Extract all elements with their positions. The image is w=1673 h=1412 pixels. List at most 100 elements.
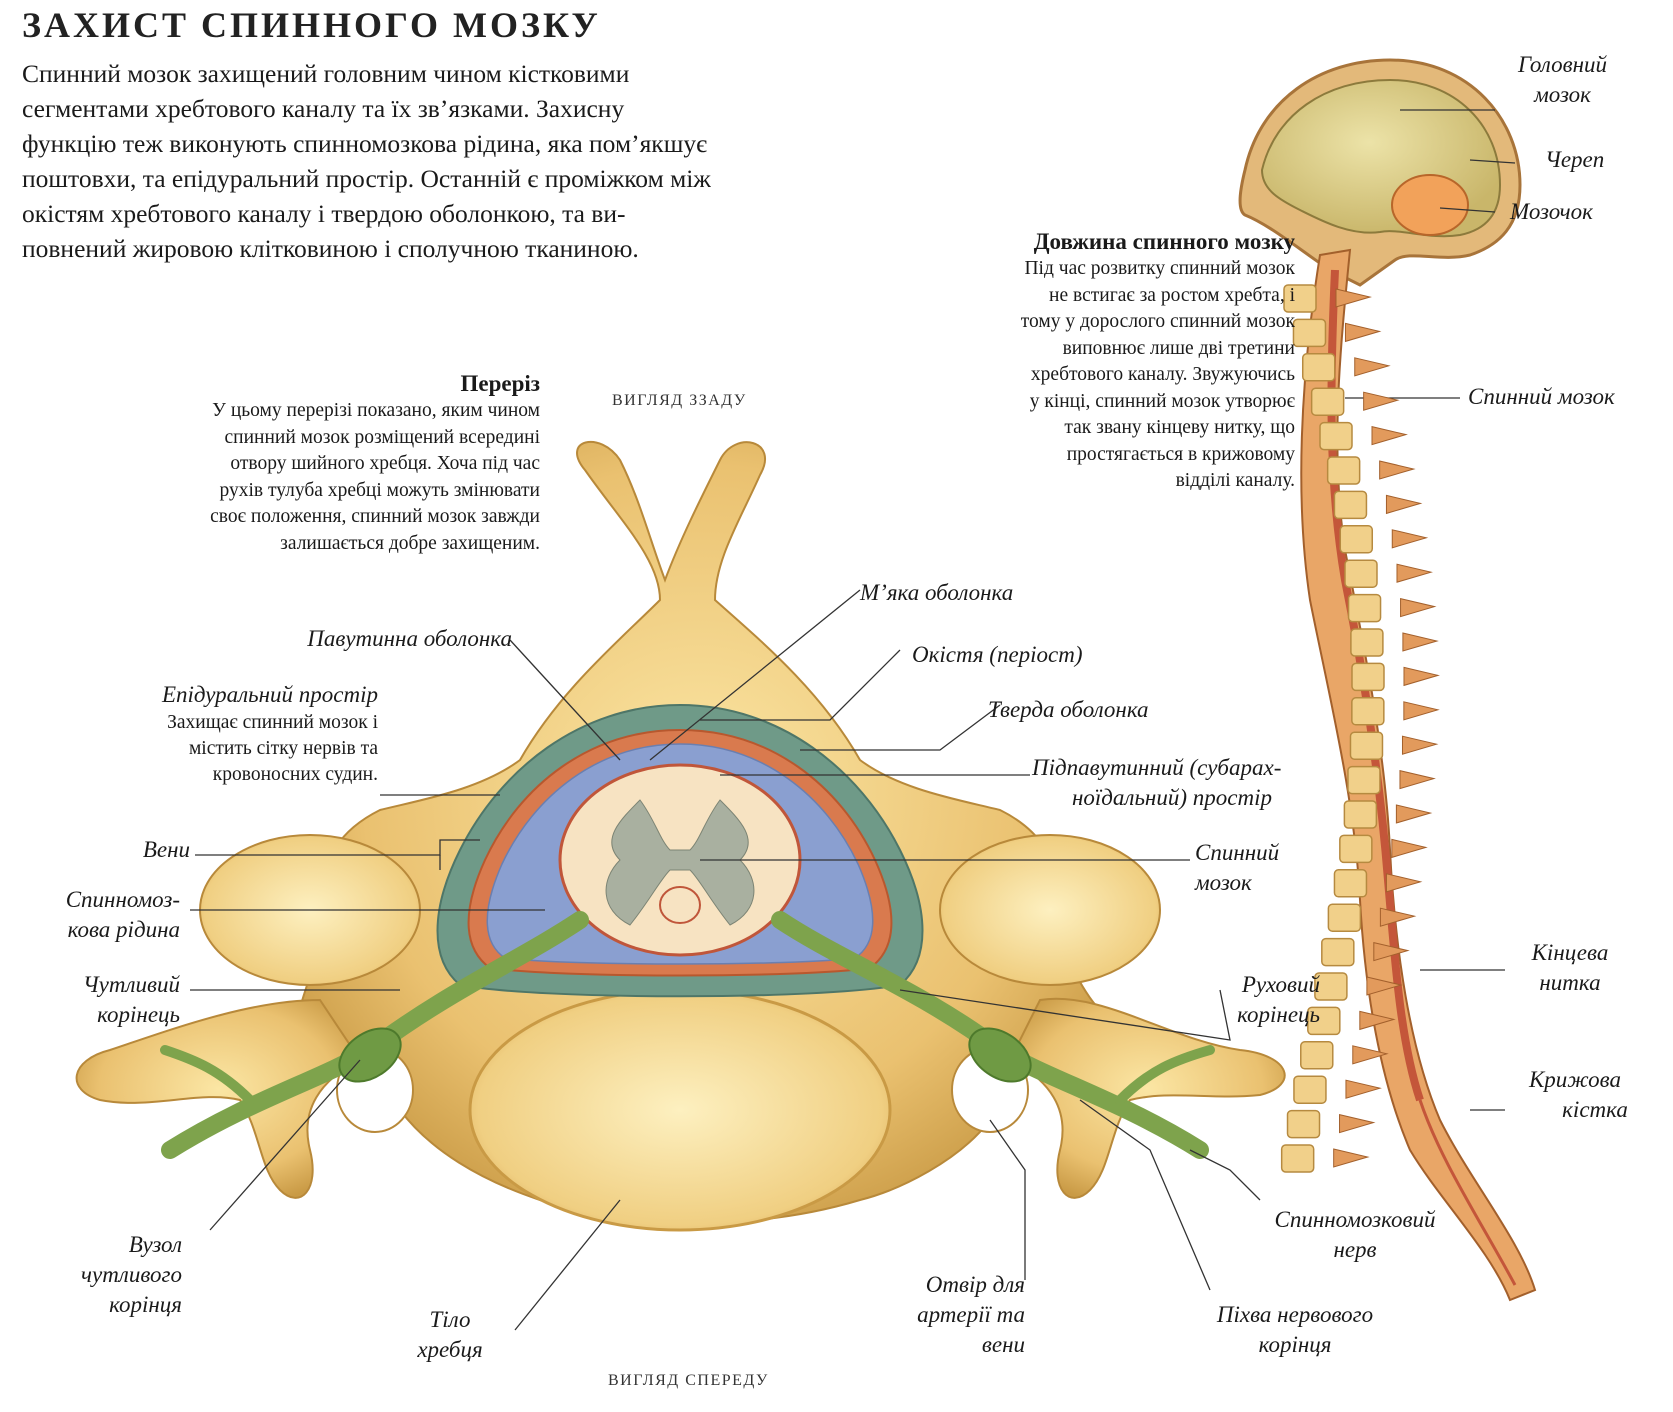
label-subarachnoid: Підпавутинний (субарах- ноїдальний) прос… [1032, 753, 1281, 813]
spinous-process [1345, 1079, 1382, 1099]
label-brain-line: Головний [1517, 52, 1608, 77]
spinous-process [1391, 529, 1429, 549]
spinous-process [1371, 425, 1408, 446]
spinous-process [1344, 322, 1382, 343]
vertebra-segment [1314, 972, 1348, 1001]
cerebellum [1391, 174, 1469, 236]
spinous-process [1401, 735, 1439, 755]
intro-line: поштовхи, та епідуральний простір. Остан… [22, 164, 711, 193]
vertebra-segment [1333, 869, 1368, 898]
label-ganglion-line: чутливого [81, 1262, 182, 1287]
label-nerve-sheath-line: Піхва нервового [1216, 1302, 1374, 1327]
vertebra-segment [1280, 1144, 1315, 1173]
spinous-process [1352, 1045, 1389, 1065]
label-spinal-nerve-line: Спинномозковий [1274, 1207, 1436, 1232]
view-back-label: ВИГЛЯД ЗЗАДУ [612, 392, 747, 409]
label-subarachnoid-line: ноїдальний) простір [1072, 785, 1272, 810]
intro-line: повнений жировою клітковиною і сполучною… [22, 234, 639, 263]
label-vertebral-body-line: хребця [417, 1337, 483, 1362]
spinous-process [1400, 597, 1437, 618]
vertebra-segment [1321, 937, 1355, 967]
spinous-process [1385, 873, 1423, 893]
section-line: У цьому перерізі показано, яким чином [212, 400, 540, 421]
vertebra-segment [1351, 662, 1385, 692]
label-csf-line: кова рідина [67, 917, 180, 942]
spinous-process [1403, 701, 1440, 721]
label-sacrum-line: кістка [1562, 1097, 1628, 1122]
label-cerebellum: Мозочок [1510, 199, 1593, 224]
label-spinal-cord-line: мозок [1195, 870, 1252, 895]
label-epidural-desc: кровоносних судин. [212, 764, 378, 785]
spinous-process [1379, 460, 1416, 480]
length-line: у кінці, спинний мозок утворює [1029, 390, 1295, 412]
label-sensory-root-line: корінець [97, 1002, 180, 1027]
vertebra-segment [1307, 1006, 1341, 1036]
intro-line: Спинний мозок захищений головним чином к… [22, 59, 630, 88]
label-nerve-sheath-line: корінця [1258, 1332, 1332, 1357]
spinous-process [1395, 804, 1433, 824]
spinous-process [1335, 288, 1372, 308]
length-caption: Довжина спинного мозку Під час розвитку … [910, 228, 1295, 495]
spinous-process [1366, 976, 1403, 996]
label-epidural-title: Епідуральний простір [161, 682, 378, 707]
label-ganglion-line: Вузол [128, 1232, 182, 1257]
vertebra-segment [1347, 593, 1382, 623]
vertebra-segment [1327, 903, 1362, 932]
spinous-process [1379, 907, 1417, 927]
label-skull: Череп [1545, 147, 1605, 172]
view-front-label: ВИГЛЯД СПЕРЕДУ [608, 1372, 769, 1389]
vertebra-segment [1349, 731, 1384, 760]
spinous-process [1391, 838, 1428, 859]
label-subarachnoid-line: Підпавутинний (субарах- [1032, 755, 1282, 780]
spinous-process [1399, 769, 1436, 790]
length-line: тому у дорослого спинний мозок [1020, 311, 1295, 332]
grey-matter [605, 799, 755, 926]
vertebra-segment [1283, 284, 1317, 313]
left-nerve-branch [160, 1045, 255, 1105]
spinous-process [1396, 563, 1433, 583]
label-spinal-cord-long: Спинний мозок [1468, 384, 1615, 409]
spinous-process [1373, 941, 1410, 962]
label-brain-line: мозок [1534, 82, 1591, 107]
length-line: Під час розвитку спинний мозок [1024, 258, 1295, 279]
label-spinal-cord-line: Спинний [1195, 840, 1280, 865]
label-nerve-sheath: Піхва нервового корінця [1185, 1300, 1405, 1360]
label-csf: Спинномоз- кова рідина [20, 885, 180, 945]
label-foramen-line: вени [981, 1332, 1025, 1357]
spine-vertebrae [1280, 284, 1440, 1173]
intro-line: функцію теж виконують спинномозкова ріди… [22, 129, 708, 158]
length-line: не встигає за ростом хребта, і [1049, 284, 1295, 306]
spinous-process [1359, 1010, 1396, 1031]
label-brain: Головний мозок [1500, 50, 1625, 110]
filum-terminale [1418, 1099, 1517, 1286]
vertebra-segment [1347, 765, 1381, 795]
vertebra-segment [1326, 456, 1361, 485]
label-filum: Кінцева нитка [1510, 938, 1630, 998]
label-spinal-nerve: Спинномозковий нерв [1250, 1205, 1460, 1265]
label-arachnoid: Павутинна оболонка [307, 626, 512, 651]
section-line: залишається добре захищеним. [280, 532, 540, 554]
intro-paragraph: Спинний мозок захищений головним чином к… [22, 56, 872, 266]
vertebra-segment [1339, 525, 1374, 554]
vertebra-cross-section [75, 441, 1286, 1232]
vertebra-segment [1339, 834, 1373, 864]
spinous-process [1354, 357, 1391, 377]
length-line: хребтового каналу. Звужуючись [1030, 364, 1295, 385]
label-vertebral-body: Тіло хребця [395, 1305, 505, 1365]
vertebra-segment [1310, 387, 1345, 416]
spinous-process [1385, 494, 1423, 515]
section-line: спинний мозок розміщений всередині [224, 426, 540, 448]
vertebra-segment [1300, 1041, 1334, 1070]
intro-line: окістям хребтового каналу і твердою обол… [22, 199, 626, 228]
vertebral-body [468, 988, 892, 1232]
vertebra-segment [1286, 1109, 1321, 1139]
leader-lines [190, 589, 1261, 1331]
right-articular-facet [939, 834, 1161, 986]
central-canal [659, 886, 701, 924]
right-nerve-branch [1115, 1045, 1215, 1105]
left-ganglion [338, 1027, 402, 1083]
vertebra-segment [1293, 1075, 1327, 1104]
section-caption: Переріз У цьому перерізі показано, яким … [150, 370, 540, 557]
page-title: ЗАХИСТ СПИННОГО МОЗКУ [22, 5, 601, 45]
